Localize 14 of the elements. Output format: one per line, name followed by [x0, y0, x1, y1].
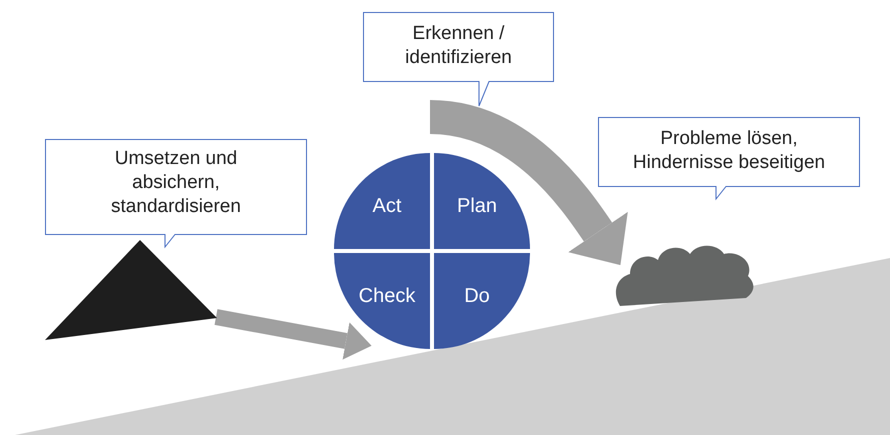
phase-label: Check [358, 284, 416, 308]
callout-text: Probleme lösen, Hindernisse beseitigen [632, 127, 826, 175]
arrow [428, 100, 628, 266]
speech-callout [45, 139, 307, 247]
arrow [214, 309, 372, 360]
phase-label: Act [372, 194, 402, 218]
callout-text: Umsetzen und absichern, standardisieren [110, 147, 242, 219]
callout-text: Erkennen / identifizieren [404, 22, 513, 70]
phase-label: Plan [456, 194, 498, 218]
speech-callout [598, 117, 860, 199]
phase-label: Do [464, 284, 490, 308]
wedge [45, 240, 217, 342]
wheel-quadrant [334, 253, 430, 349]
speech-callout [363, 12, 554, 106]
